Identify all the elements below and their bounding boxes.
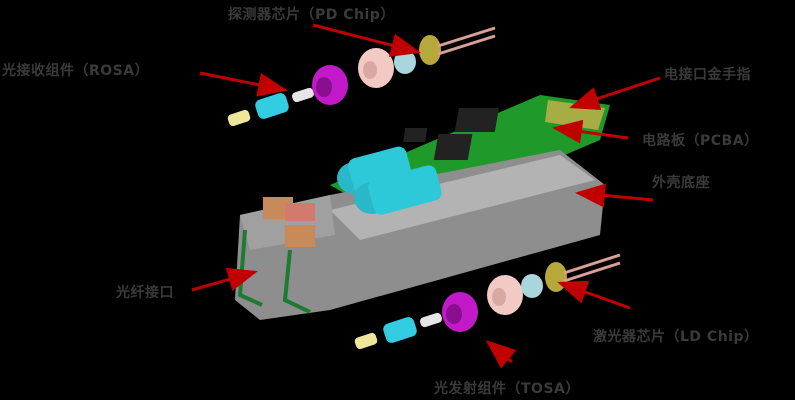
tosa-assembly — [354, 253, 621, 350]
osa-barrels — [337, 146, 442, 215]
rosa-assembly — [227, 26, 496, 127]
label-pd-chip: 探测器芯片（PD Chip） — [228, 7, 395, 23]
optical-port-latch — [237, 197, 315, 314]
label-edge-connector: 电接口金手指 — [664, 67, 751, 83]
label-pcba: 电路板（PCBA） — [642, 133, 759, 149]
label-ld-chip: 激光器芯片（LD Chip） — [593, 329, 759, 345]
label-rosa: 光接收组件（ROSA） — [2, 63, 150, 79]
label-tosa: 光发射组件（TOSA） — [434, 381, 580, 397]
label-optical-port: 光纤接口 — [116, 285, 174, 301]
label-housing: 外壳底座 — [652, 175, 710, 191]
callout-arrows — [191, 23, 661, 369]
